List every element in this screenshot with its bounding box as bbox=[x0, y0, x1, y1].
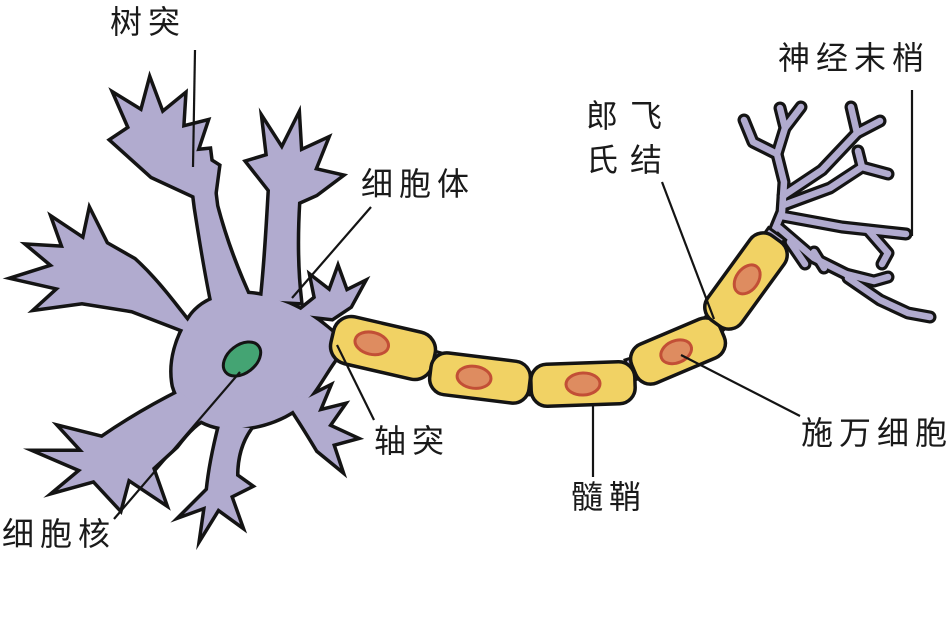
cell-nucleus-shape bbox=[221, 340, 263, 378]
label-line-cell-body bbox=[291, 206, 372, 299]
label-line-axon bbox=[336, 344, 375, 421]
label-line-cell-nucleus bbox=[113, 371, 241, 520]
label-node-of-ranvier-line1: 郎飞 bbox=[586, 98, 675, 134]
label-lines bbox=[113, 49, 914, 520]
label-cell-body: 细胞体 bbox=[361, 166, 476, 202]
label-cell-nucleus: 细胞核 bbox=[2, 516, 117, 552]
myelin-segment bbox=[328, 314, 438, 382]
label-axon: 轴突 bbox=[374, 423, 451, 459]
myelin-segment bbox=[529, 359, 637, 409]
myelin-segment bbox=[628, 316, 728, 386]
label-dendrite: 树突 bbox=[110, 4, 187, 40]
nerve-terminal-outline bbox=[744, 107, 930, 317]
label-schwann-cell: 施万细胞 bbox=[801, 415, 951, 451]
label-node-of-ranvier-line2: 氏结 bbox=[586, 142, 675, 178]
schwann-cell-nucleus bbox=[732, 263, 762, 296]
label-myelin-sheath: 髓鞘 bbox=[571, 479, 648, 515]
nerve-terminal-branches bbox=[744, 107, 930, 317]
label-node-of-ranvier: 郎飞 氏结 bbox=[586, 94, 674, 182]
label-nerve-terminal: 神经末梢 bbox=[778, 40, 931, 76]
label-line-dendrite bbox=[191, 49, 197, 168]
myelin-segments bbox=[328, 231, 789, 409]
myelin-segment bbox=[703, 231, 789, 331]
myelin-segment bbox=[427, 351, 533, 405]
schwann-cell-nucleus bbox=[564, 371, 602, 397]
label-line-node-of-ranvier bbox=[660, 181, 716, 320]
schwann-cell-nucleus bbox=[455, 364, 493, 390]
schwann-cell-nucleus bbox=[353, 330, 391, 357]
label-line-schwann-cell bbox=[680, 354, 801, 417]
schwann-cell-nucleus bbox=[659, 338, 694, 366]
